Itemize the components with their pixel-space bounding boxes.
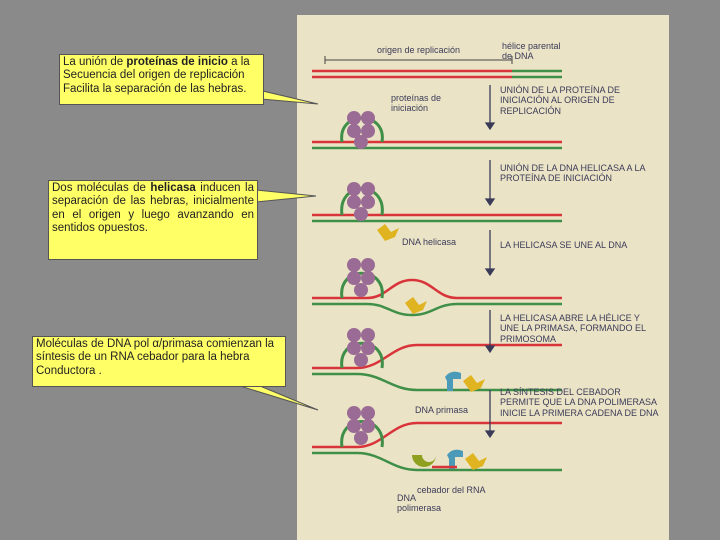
step-arrows — [484, 85, 496, 439]
step-1 — [312, 111, 562, 150]
parental-helix-label: hélice parental de DNA — [502, 41, 561, 62]
helicase-shape — [463, 375, 485, 392]
primase-shape — [445, 371, 461, 391]
initiator-protein — [347, 182, 375, 221]
callout-2-pre: Dos moléculas de — [52, 182, 151, 194]
callout-primase: Moléculas de DNA pol α/primasa comienzan… — [32, 336, 286, 387]
step-4-caption: LA HELICASA ABRE LA HÉLICE Y UNE LA PRIM… — [500, 313, 646, 344]
callout-2-post: inducen la separación de las hebras, ini… — [52, 182, 254, 235]
step-2 — [312, 182, 562, 241]
initiator-protein — [347, 111, 375, 149]
rna-primer-label: cebador del RNA — [417, 485, 486, 495]
helicase-shape — [377, 224, 399, 241]
initiator-protein — [347, 406, 375, 445]
dna-primase-label: DNA primasa — [415, 405, 469, 415]
replication-diagram — [312, 56, 562, 472]
helicase-shape — [465, 453, 487, 470]
primase-shape — [447, 449, 463, 469]
replication-figure: origen de replicación hélice parental de… — [297, 15, 669, 540]
callout-initiator: La unión de proteínas de inicio a la Sec… — [59, 54, 264, 105]
parental-dna — [312, 69, 562, 79]
callout-1-pre: La unión de — [63, 56, 127, 68]
step-2-caption: UNIÓN DE LA DNA HELICASA A LA PROTEÍNA D… — [500, 163, 646, 184]
helicase-shape — [405, 297, 427, 314]
callout-3-text: Moléculas de DNA pol α/primasa comienzan… — [36, 338, 275, 377]
callout-1-bold: proteínas de inicio — [126, 56, 228, 68]
initiator-proteins-label: proteínas de iniciación — [391, 93, 442, 114]
origin-bracket — [324, 56, 513, 64]
initiator-protein — [347, 328, 375, 367]
callout-1-post: a la Secuencia del origen de replicación… — [63, 56, 250, 95]
initiator-protein — [347, 258, 375, 297]
callout-2-bold: helicasa — [150, 182, 196, 194]
polymerase-shape — [412, 455, 436, 467]
step-3 — [312, 258, 562, 317]
callout-helicase: Dos moléculas de helicasa inducen la sep… — [48, 180, 258, 260]
step-3-caption: LA HELICASA SE UNE AL DNA — [500, 240, 628, 250]
step-1-caption: UNIÓN DE LA PROTEÍNA DE INICIACIÓN AL OR… — [500, 85, 621, 116]
dna-helicase-label: DNA helicasa — [402, 237, 457, 247]
step-4 — [312, 328, 562, 392]
origin-label: origen de replicación — [377, 45, 461, 55]
step-5 — [312, 406, 562, 472]
step-5-caption: LA SÍNTESIS DEL CEBADOR PERMITE QUE LA D… — [500, 387, 659, 418]
dna-polymerase-label: DNA polimerasa — [397, 493, 442, 514]
